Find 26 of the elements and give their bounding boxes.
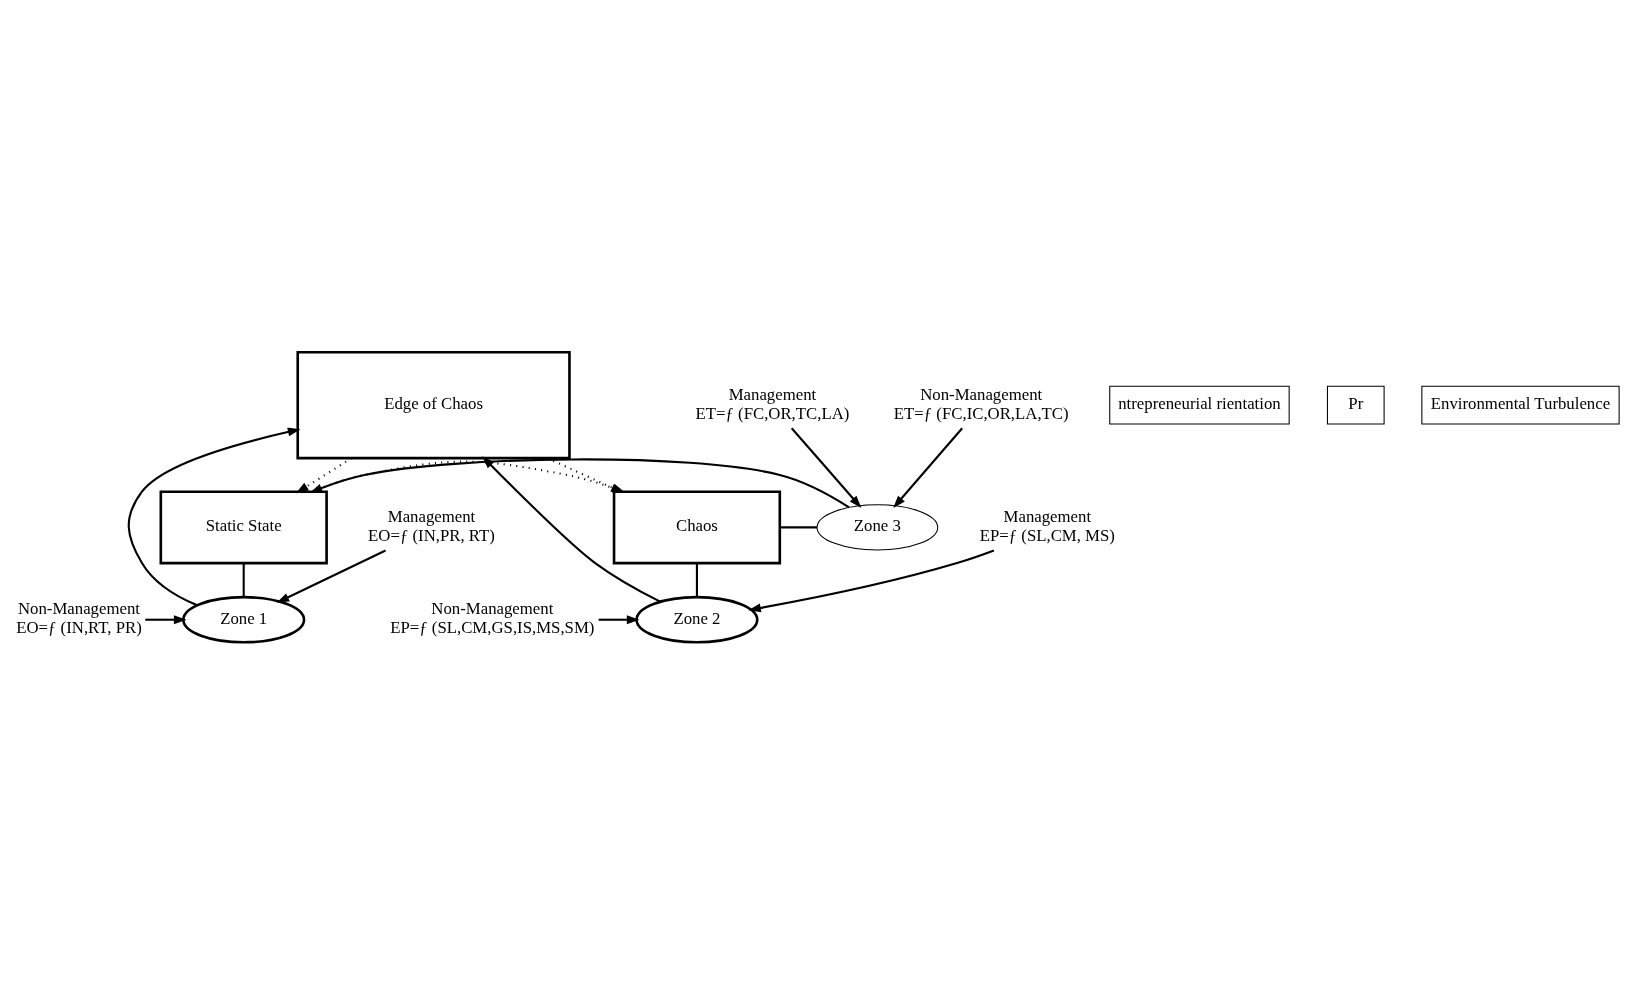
arrow	[748, 549, 995, 612]
arrow	[790, 427, 862, 508]
arrow	[295, 456, 352, 493]
node-text: Non-Management EP=ƒ (SL,CM,GS,IS,MS,SM)	[390, 598, 595, 637]
arrow	[598, 614, 640, 624]
connector	[242, 562, 245, 597]
arrow	[276, 549, 386, 603]
node-box: Static State	[159, 489, 328, 564]
node-text: Management ET=ƒ (FC,OR,TC,LA)	[695, 384, 850, 423]
node-text: Management EO=ƒ (IN,PR, RT)	[368, 506, 495, 545]
node-box: Pr	[1326, 385, 1385, 425]
node-text: Management EP=ƒ (SL,CM, MS)	[979, 506, 1115, 545]
node-box: ntrepreneurial rientation	[1109, 385, 1290, 425]
node-text: Non-Management ET=ƒ (FC,IC,OR,LA,TC)	[893, 384, 1069, 423]
node-ellipse: Zone 1	[182, 595, 306, 644]
node-ellipse: Zone 2	[635, 595, 759, 644]
node-text: Non-Management EO=ƒ (IN,RT, PR)	[16, 598, 142, 637]
node-ellipse: Zone 3	[816, 503, 939, 550]
arrow	[127, 427, 301, 606]
node-box: Chaos	[612, 489, 782, 564]
arrow	[145, 614, 187, 624]
connector	[780, 525, 817, 528]
arrow	[893, 427, 963, 508]
connector	[695, 562, 698, 597]
node-box: Edge of Chaos	[296, 350, 571, 459]
node-box: Environmental Turbulence	[1421, 385, 1620, 425]
